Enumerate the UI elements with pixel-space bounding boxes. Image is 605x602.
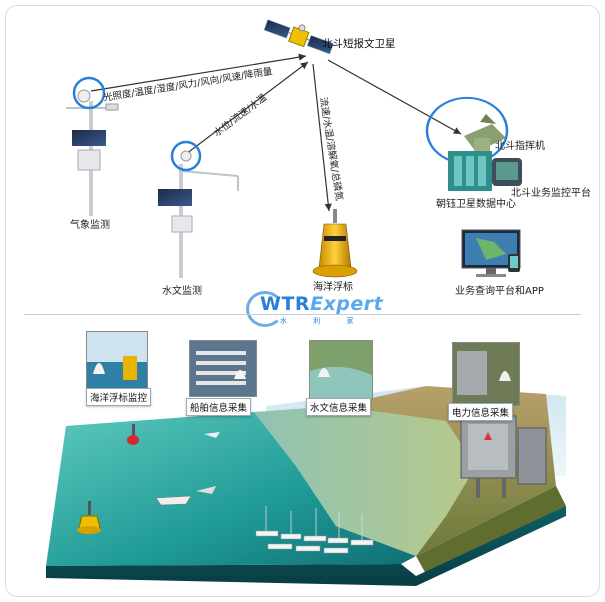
highlight-circle-hydro <box>170 140 202 172</box>
command-machine-label: 北斗指挥机 <box>495 141 545 152</box>
hydro-station-icon <box>158 150 239 278</box>
photo-power <box>452 342 520 406</box>
command-machine-icon <box>464 114 506 154</box>
sea-surface <box>46 412 416 566</box>
marina-boats <box>255 530 374 554</box>
query-platform-icon <box>461 229 521 277</box>
data-center-icon <box>448 151 522 191</box>
tag-buoy-monitor: 海洋浮标监控 <box>86 388 152 406</box>
tag-hydro-info: 水文信息采集 <box>306 398 372 416</box>
data-center-label: 朝钰卫星数据中心 <box>436 199 516 210</box>
weather-station-label: 气象监测 <box>70 220 110 231</box>
link-command <box>327 59 462 135</box>
tag-ship-info: 船舶信息采集 <box>186 398 252 416</box>
wtr-expert-logo: WTRExpert 水 利 家 <box>246 291 386 329</box>
satellite-label: 北斗短报文卫星 <box>322 38 396 50</box>
photo-hydro <box>309 340 373 400</box>
link-hydro <box>185 61 309 155</box>
weather-station-icon <box>66 89 119 216</box>
link-weather <box>90 53 307 92</box>
monitoring-scene <box>46 386 566 586</box>
buoy-icon <box>312 209 358 278</box>
highlight-circle-weather <box>72 76 106 110</box>
logo-wordmark: WTRExpert <box>260 293 384 315</box>
sea-buoy-red <box>127 424 139 445</box>
power-cabinet-icon <box>460 415 547 498</box>
hydro-station-label: 水文监测 <box>162 286 202 297</box>
vessel <box>155 432 220 506</box>
logo-ring-icon <box>246 291 284 327</box>
river-area <box>254 406 476 556</box>
network-diagram <box>66 19 522 278</box>
satellite-icon <box>263 19 334 55</box>
sea-buoy-yellow <box>77 501 101 534</box>
buoy-label: 海洋浮标 <box>313 282 353 293</box>
photo-ship <box>189 340 257 397</box>
link-buoy <box>312 63 332 212</box>
section-divider <box>24 314 581 315</box>
query-platform-label: 业务查询平台和APP <box>455 286 544 297</box>
photo-buoy-monitor <box>86 331 148 391</box>
logo-sub: 水 利 家 <box>280 317 366 325</box>
diagram-frame: 北斗短报文卫星 光照度/温度/湿度/风力/风向/风速/降雨量 水位/流速/水温 … <box>5 5 600 597</box>
tag-power-info: 电力信息采集 <box>448 403 514 421</box>
business-platform-label: 北斗业务监控平台 <box>511 188 591 199</box>
